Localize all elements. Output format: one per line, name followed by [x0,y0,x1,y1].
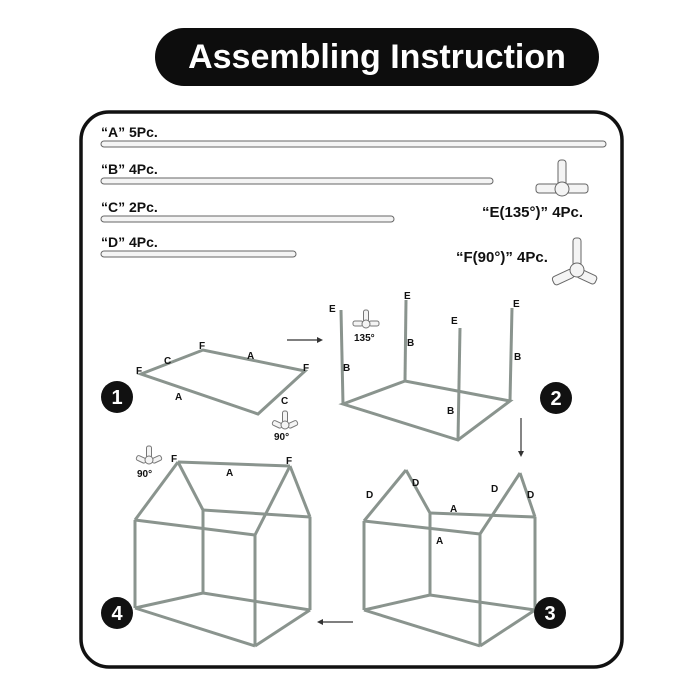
step2-label-e: E [451,316,458,327]
step1-label-a: A [247,351,254,362]
connector-f-picture [551,237,598,286]
step4-label-a: A [226,468,233,479]
connector-f-icon [271,410,299,430]
step3-label-d: D [412,478,419,489]
step1-label-a: A [175,392,182,403]
arrow-head-icon [317,619,323,625]
part-e-label: “E(135°)” 4Pc. [482,204,583,221]
step-3-figure [362,469,537,648]
rod-b [100,177,494,185]
step-number: 2 [550,388,561,410]
step4-angle-90: 90° [137,469,152,480]
step2-label-e: E [329,304,336,315]
step2-label-b: B [514,352,521,363]
part-d-label: “D” 4Pc. [101,234,158,250]
step-3-labels: D D D D A A [366,478,534,547]
step-number: 1 [111,387,122,409]
rod-a [100,140,607,148]
connector-f-icon [135,445,163,465]
rod-d [100,250,297,258]
step3-label-d: D [366,490,373,501]
step2-angle-135: 135° [354,333,375,344]
step-2-labels: E E E E B B B B 135° [329,291,521,417]
step2-label-b: B [447,406,454,417]
instruction-panel [79,110,624,669]
part-b-label: “B” 4Pc. [101,161,158,177]
step3-label-d: D [527,490,534,501]
connector-e-picture [535,159,589,197]
step-badge-1: 1 [101,381,133,413]
step1-angle-90: 90° [274,432,289,443]
step3-label-d: D [491,484,498,495]
page-title: Assembling Instruction [155,28,599,86]
step2-label-b: B [407,338,414,349]
part-f-label: “F(90°)” 4Pc. [456,249,548,266]
step-2-figure [338,299,514,442]
step1-label-c: C [281,396,288,407]
step3-label-a: A [450,504,457,515]
step-badge-3: 3 [534,597,566,629]
step-4-labels: F A F 90° [135,445,292,480]
step4-label-f: F [171,454,177,465]
step-badge-4: 4 [101,597,133,629]
arrow-head-icon [317,337,323,343]
step2-label-b: B [343,363,350,374]
step1-label-f: F [303,363,309,374]
parts-list: “A” 5Pc. “B” 4Pc. “C” 2Pc. “D” 4Pc. “E(1… [100,124,607,286]
step-badge-2: 2 [540,382,572,414]
connector-e-icon [352,309,380,329]
step-number: 4 [111,603,123,625]
step1-label-f: F [199,341,205,352]
rod-c [100,215,395,223]
step2-label-e: E [513,299,520,310]
step3-label-a: A [436,536,443,547]
step-number: 3 [544,603,555,625]
arrow-head-icon [518,451,524,457]
step4-label-f: F [286,456,292,467]
step1-label-c: C [164,356,171,367]
part-a-label: “A” 5Pc. [101,124,158,140]
step-1-figure [136,348,309,416]
step-1-labels: F C F A F A C 90° [136,341,309,443]
step2-label-e: E [404,291,411,302]
step1-label-f: F [136,366,142,377]
step-4-figure [133,460,312,648]
part-c-label: “C” 2Pc. [101,199,158,215]
